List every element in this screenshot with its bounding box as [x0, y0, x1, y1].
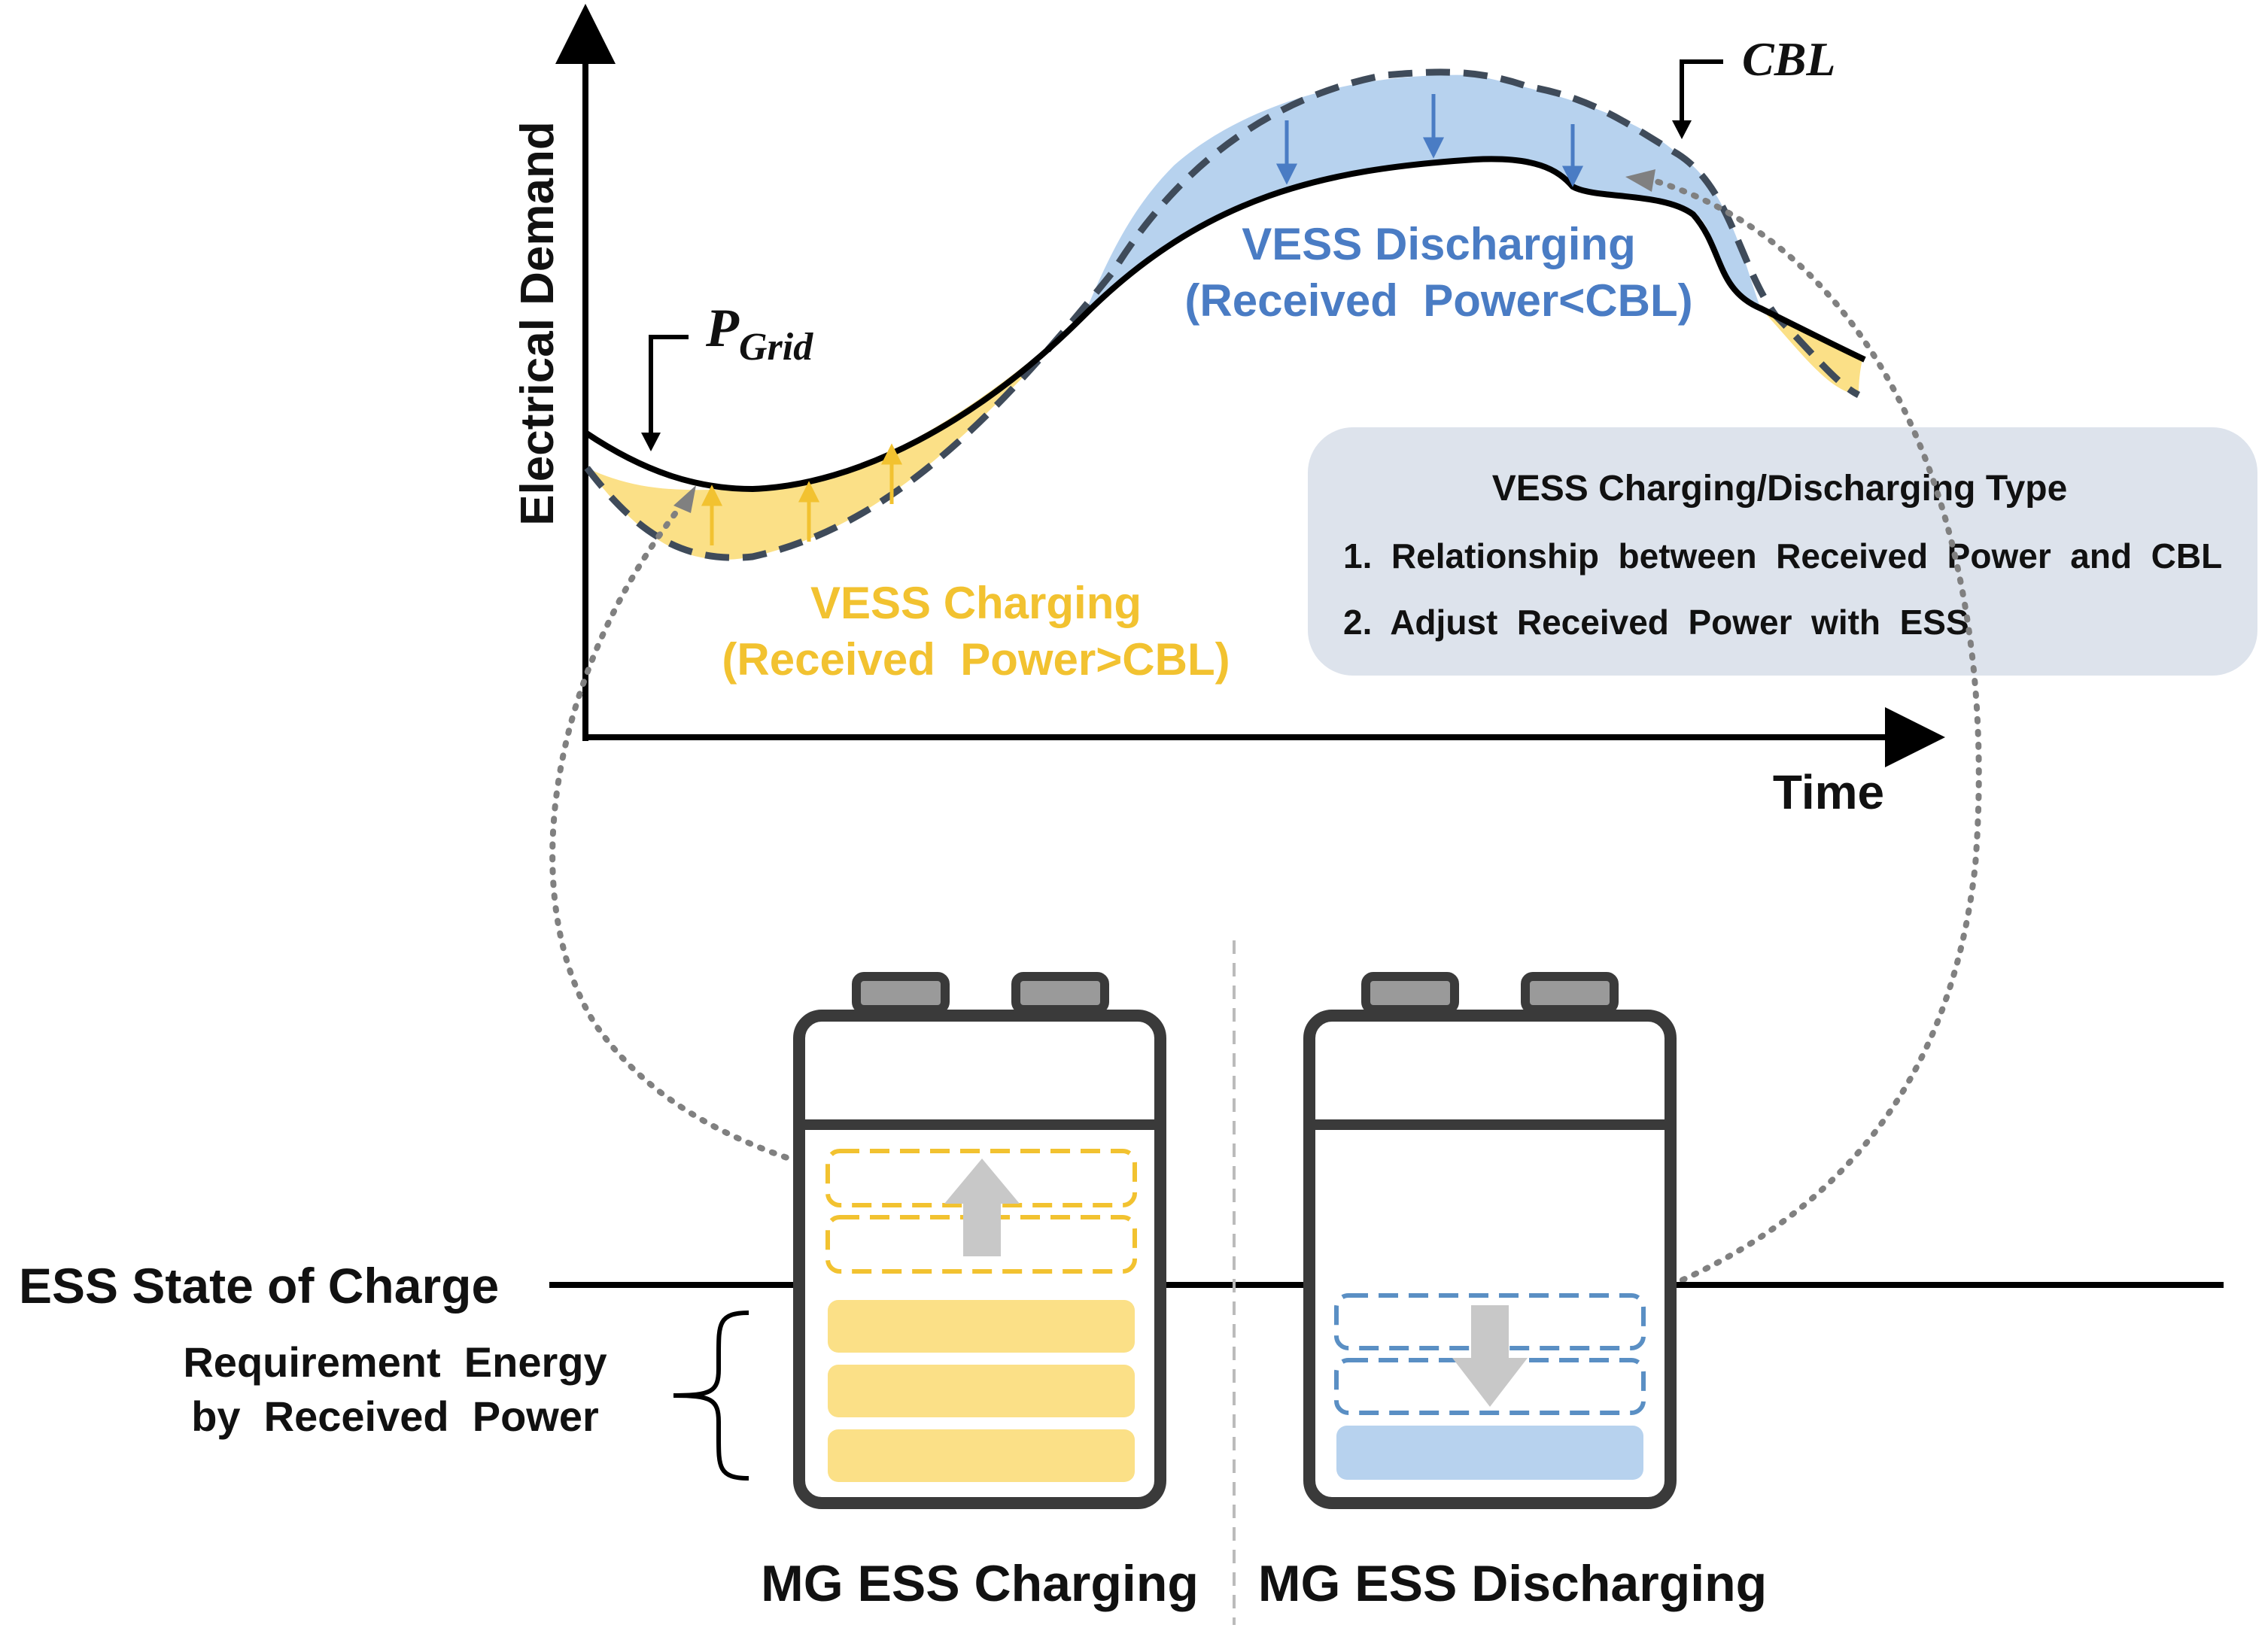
x-axis-label: Time	[1773, 765, 1884, 819]
discharging-title: VESS Discharging	[1242, 219, 1635, 269]
discharging-connector	[1509, 174, 1982, 1338]
info-box-title: VESS Charging/Discharging Type	[1492, 469, 2068, 509]
charging-battery	[793, 972, 1166, 1509]
cbl-pointer	[1680, 59, 1723, 128]
p-grid-label: PGrid	[705, 298, 813, 369]
discharging-region	[1084, 74, 1761, 316]
charging-condition: (Received Power>CBL)	[722, 634, 1230, 685]
discharging-battery	[1303, 972, 1677, 1509]
requirement-line-1: Requirement Energy	[183, 1338, 607, 1386]
requirement-brace	[673, 1311, 749, 1481]
discharging-down-arrows	[1275, 94, 1584, 187]
p-grid-pointer	[649, 335, 689, 440]
info-box-item-1: 1. Relationship between Received Power a…	[1343, 536, 2222, 576]
requirement-line-2: by Received Power	[191, 1393, 599, 1440]
info-box-item-2: 2. Adjust Received Power with ESS	[1343, 603, 1969, 642]
charging-battery-label: MG ESS Charging	[761, 1555, 1199, 1612]
discharging-battery-label: MG ESS Discharging	[1258, 1555, 1767, 1612]
p-grid-sub: Grid	[739, 326, 813, 369]
cbl-label: CBL	[1742, 32, 1835, 86]
p-grid-curve	[584, 68, 1861, 561]
discharging-condition: (Received Power<CBL)	[1184, 275, 1692, 326]
info-box	[1308, 427, 2257, 676]
cbl-curve	[583, 156, 1866, 493]
discharging-down-arrow	[1452, 1305, 1528, 1407]
charging-region	[587, 316, 1084, 560]
y-axis-label: Electrical Demand	[512, 121, 564, 526]
soc-label: ESS State of Charge	[19, 1258, 499, 1314]
charging-title: VESS Charging	[810, 578, 1142, 628]
charging-up-arrows	[701, 443, 903, 545]
charging-up-arrow	[944, 1159, 1020, 1256]
p-grid-main: P	[705, 298, 740, 358]
